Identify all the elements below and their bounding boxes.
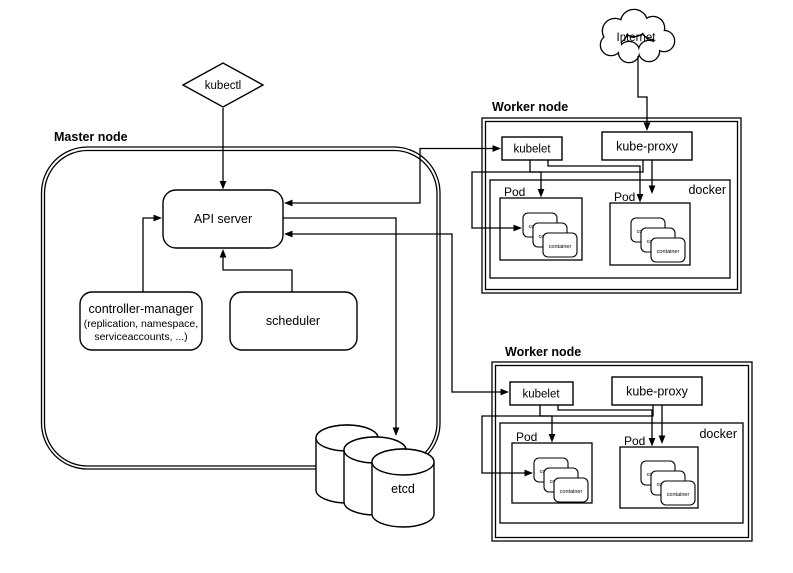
worker1-kube-proxy-box	[601, 131, 693, 161]
edge-kubelet1-pod2	[547, 160, 641, 195]
master-node-label: Master node	[54, 130, 128, 144]
worker1-kubelet-box	[501, 136, 563, 161]
worker2-kubelet-label: kubelet	[522, 389, 560, 401]
worker2-pod2-label: Pod	[624, 434, 645, 448]
arrowhead-down-icon	[392, 427, 400, 436]
worker-node-2-border	[491, 361, 753, 542]
edge-kubelet2-pod2	[557, 405, 653, 439]
arrowhead-down-icon	[658, 435, 666, 444]
worker1-pod2-containers: container container container	[630, 217, 686, 263]
worker2-kubelet-box	[509, 381, 574, 406]
worker1-pod2-box	[609, 202, 691, 266]
worker1-pod1-label: Pod	[504, 185, 525, 199]
worker2-pod2-containers: container container container	[640, 460, 696, 506]
scheduler-box	[229, 291, 358, 351]
controller-manager-subline-1: (replication, namespace,	[84, 318, 198, 330]
etcd-cylinder-front	[371, 448, 435, 528]
kubectl-diamond	[181, 62, 265, 108]
edge-kubeproxy1-containers	[471, 160, 644, 229]
arrowhead-down-icon	[636, 194, 644, 203]
worker-node-2-label: Worker node	[505, 345, 581, 359]
kubectl-label: kubectl	[205, 80, 241, 92]
arrowhead-right-icon	[153, 214, 162, 222]
container-label: container	[560, 489, 583, 495]
controller-manager-box	[79, 291, 203, 351]
worker1-kube-proxy-label: kube-proxy	[616, 140, 679, 154]
arrowhead-down-icon	[648, 438, 656, 447]
arrowhead-right-icon	[500, 388, 509, 396]
edge-controllermanager-apiserver	[142, 217, 154, 292]
worker1-pod1-box	[499, 197, 583, 261]
container-label: container	[549, 244, 572, 250]
arrowhead-right-icon	[492, 145, 501, 152]
worker-node-1-border	[481, 117, 742, 294]
worker1-kubelet-label: kubelet	[513, 144, 551, 156]
arrowhead-right-icon	[524, 469, 533, 477]
worker2-docker-label: docker	[699, 427, 737, 441]
worker2-pod2-box	[619, 446, 699, 509]
arrowhead-down-icon	[548, 434, 556, 443]
arrowhead-down-icon	[643, 122, 651, 131]
worker1-pod1-containers: container container container	[522, 212, 578, 258]
worker2-pod1-label: Pod	[516, 430, 537, 444]
arrowhead-right-icon	[513, 224, 522, 232]
controller-manager-subline-2: serviceaccounts, ...)	[94, 331, 187, 343]
arrowhead-left-icon	[284, 230, 293, 238]
edge-kubeproxy2-containers	[481, 405, 654, 474]
internet-cloud: Internet	[599, 8, 676, 64]
edge-apiserver-kubelet2	[291, 233, 501, 393]
edge-apiserver-etcd	[283, 217, 397, 429]
edge-kubelet1-pod1	[529, 160, 542, 190]
arrowhead-up-icon	[219, 249, 227, 258]
worker2-pod1-containers: container container container	[533, 457, 589, 503]
container-label: container	[657, 249, 680, 255]
etcd-database: etcd	[315, 424, 435, 528]
container-label: container	[667, 492, 690, 498]
scheduler-label: scheduler	[266, 314, 320, 328]
worker1-pod2-label: Pod	[614, 190, 635, 204]
edge-internet-kubeproxy1	[637, 56, 648, 124]
worker2-kube-proxy-box	[611, 376, 703, 406]
worker2-kube-proxy-label: kube-proxy	[626, 385, 689, 399]
edge-scheduler-apiserver	[222, 257, 293, 292]
edge-kubelet2-pod1	[539, 405, 553, 435]
edge-apiserver-kubelet1	[291, 147, 493, 204]
api-server-label: API server	[194, 212, 252, 226]
connection-lines	[142, 56, 666, 477]
master-node-border	[40, 146, 441, 470]
worker1-docker-area	[489, 179, 731, 279]
arrowhead-left-icon	[284, 199, 293, 207]
etcd-label: etcd	[391, 482, 415, 496]
internet-label: Internet	[617, 32, 657, 44]
worker1-docker-label: docker	[688, 183, 726, 197]
arrowhead-down-icon	[648, 185, 656, 194]
worker-node-1-label: Worker node	[492, 100, 568, 114]
controller-manager-label: controller-manager	[89, 302, 194, 316]
arrowhead-down-icon	[219, 181, 227, 190]
arrowhead-down-icon	[537, 189, 545, 198]
api-server-box	[162, 189, 284, 249]
